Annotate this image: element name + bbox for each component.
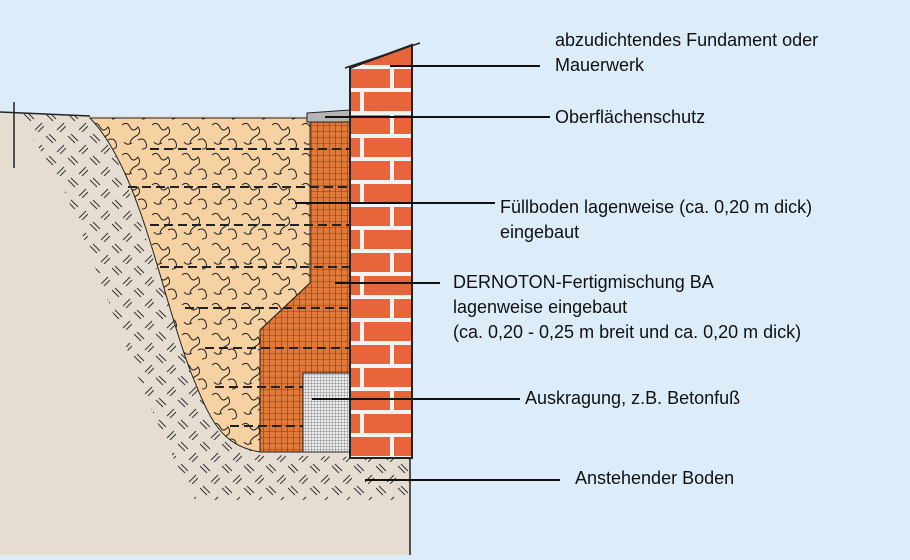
label-line: abzudichtendes Fundament oder: [555, 30, 819, 50]
label-fill-soil: Füllboden lagenweise (ca. 0,20 m dick) e…: [500, 195, 812, 245]
layer-lines: [128, 148, 350, 427]
brick-wall: [349, 43, 413, 459]
label-surface-protection: Oberflächenschutz: [555, 107, 706, 127]
label-native-soil: Anstehender Boden: [575, 468, 735, 488]
native-soil-hatch: [15, 112, 410, 500]
label-foundation: abzudichtendes Fundament oder Mauerwerk: [555, 28, 818, 78]
fill-soil: [88, 117, 311, 453]
label-dernoton: DERNOTON-Fertigmischung BA lagenweise ei…: [453, 270, 801, 345]
label-line: Füllboden lagenweise (ca. 0,20 m dick): [500, 197, 813, 217]
label-line: DERNOTON-Fertigmischung BA: [453, 272, 714, 292]
concrete-footing: [302, 372, 351, 453]
label-line: (ca. 0,20 - 0,25 m breit und ca. 0,20 m …: [453, 322, 802, 342]
label-line: Mauerwerk: [555, 55, 645, 75]
label-footing: Auskragung, z.B. Betonfuß: [525, 388, 741, 408]
leader-lines: [295, 65, 560, 481]
label-line: eingebaut: [500, 222, 580, 242]
label-line: lagenweise eingebaut: [453, 297, 628, 317]
